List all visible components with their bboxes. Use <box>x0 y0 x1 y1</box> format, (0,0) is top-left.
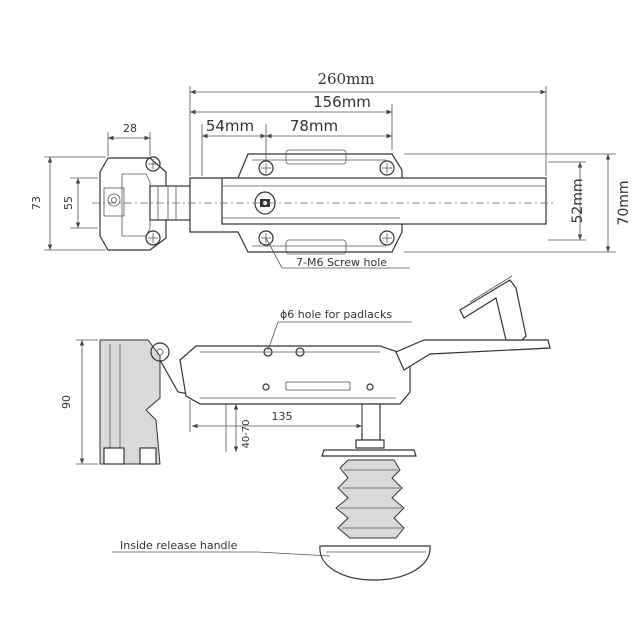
dim-hole-spacing: 78mm <box>290 117 338 135</box>
release-handle-callout: Inside release handle <box>120 539 238 552</box>
dim-overall-length: 260mm <box>317 70 374 88</box>
latch-body-top <box>189 149 547 255</box>
top-view: 260mm 156mm 54mm 78mm 28 73 55 52mm 70mm… <box>30 70 632 269</box>
dim-body-length: 156mm <box>313 93 371 111</box>
dim-hole-offset: 54mm <box>206 117 254 135</box>
keeper-screw-hole-bottom <box>145 230 161 246</box>
keeper-block <box>99 157 167 251</box>
screw-hole-callout: 7-M6 Screw hole <box>296 256 387 269</box>
dim-keeper-width: 28 <box>123 122 137 135</box>
dim-body-height: 70mm <box>616 180 632 225</box>
dim-hole-vertical-spacing: 52mm <box>570 178 586 223</box>
dim-keeper-height-outer: 73 <box>30 196 43 210</box>
side-view: 90 135 40-70 ϕ6 hole for padlacks Inside… <box>60 275 551 581</box>
release-shaft <box>321 403 417 457</box>
dim-keeper-height-inner: 55 <box>62 196 75 210</box>
keeper-screw-hole-top <box>145 156 161 172</box>
release-bellows <box>335 459 405 539</box>
dim-handle-reach: 135 <box>272 410 293 423</box>
padlock-hole-callout: ϕ6 hole for padlacks <box>280 308 392 321</box>
latch-body-side <box>179 345 411 405</box>
latch-handle <box>395 275 551 371</box>
release-knob <box>319 545 431 581</box>
dim-side-height: 90 <box>60 395 73 409</box>
keeper-side <box>99 339 201 465</box>
dim-door-thickness: 40-70 <box>241 419 252 448</box>
